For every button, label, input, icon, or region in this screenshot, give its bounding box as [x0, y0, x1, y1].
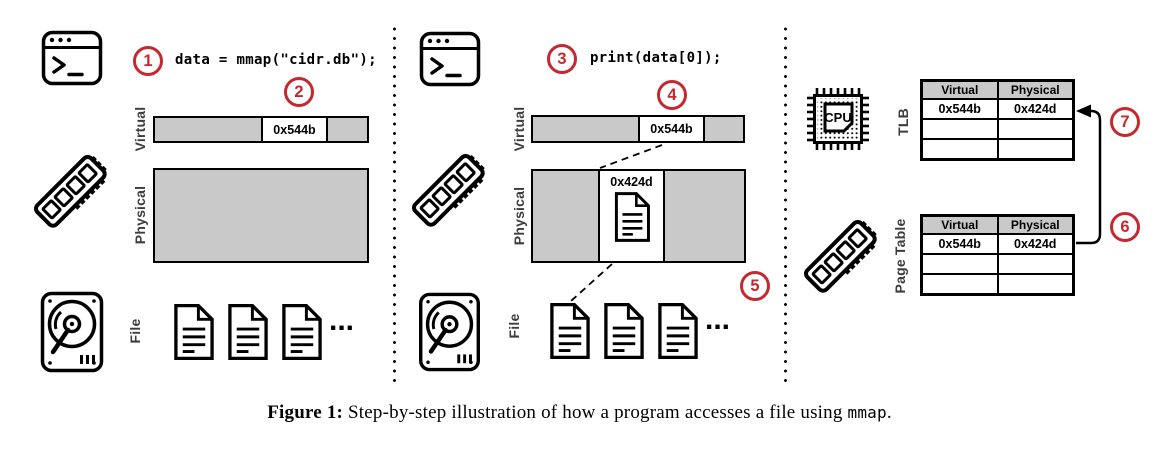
step-badge-5: 5	[740, 271, 770, 301]
page-table: Virtual Physical 0x544b 0x424d	[920, 214, 1075, 296]
caption-body: Step-by-step illustration of how a progr…	[343, 402, 848, 423]
panel-separator	[393, 25, 396, 383]
virtual-page-box: 0x544b	[638, 117, 705, 141]
dashed-mapping-line	[570, 263, 613, 302]
table-cell	[996, 253, 1075, 275]
virtual-page-box: 0x544b	[261, 118, 328, 141]
step-number: 7	[1120, 112, 1130, 131]
tlb-label: TLB	[895, 108, 911, 136]
caption-period: .	[886, 402, 892, 423]
table-row	[920, 138, 1075, 161]
physical-memory-label: Physical	[511, 186, 527, 246]
table-header-row: Virtual Physical	[920, 79, 1075, 100]
table-row: 0x544b 0x424d	[920, 233, 1075, 255]
arrowhead	[1076, 104, 1091, 118]
table-header-row: Virtual Physical	[920, 214, 1075, 235]
table-cell	[996, 138, 1075, 161]
document-icon	[602, 301, 645, 361]
table-row	[920, 253, 1075, 275]
document-icon	[548, 301, 591, 361]
table-cell	[996, 273, 1075, 296]
step-badge-7: 7	[1110, 107, 1140, 137]
document-icon	[614, 192, 650, 242]
cpu-text: CPU	[824, 110, 851, 125]
step-badge-1: 1	[133, 46, 163, 76]
document-icon	[226, 302, 269, 362]
virtual-address-bar: 0x544b	[531, 115, 745, 143]
ram-icon	[28, 148, 112, 234]
table-row	[920, 273, 1075, 296]
column-header: Virtual	[920, 79, 999, 100]
hdd-icon	[418, 292, 481, 372]
file-label: File	[127, 318, 143, 344]
step-number: 5	[750, 276, 760, 295]
virtual-memory-label: Virtual	[511, 106, 527, 152]
figure-caption: Figure 1: Step-by-step illustration of h…	[0, 402, 1159, 424]
column-header: Physical	[996, 79, 1075, 100]
physical-memory-label: Physical	[132, 185, 148, 245]
virtual-memory-label: Virtual	[132, 106, 148, 152]
ellipsis: ...	[705, 303, 731, 336]
step-number: 2	[294, 82, 304, 101]
file-label: File	[506, 313, 522, 339]
panel-separator	[784, 25, 787, 383]
table-cell: 0x544b	[920, 233, 999, 255]
step-number: 3	[557, 49, 567, 68]
arrow-icon	[1076, 109, 1102, 245]
step-badge-4: 4	[657, 80, 687, 110]
code-print-call: print(data[0]);	[590, 50, 722, 66]
dashed-mapping-line	[599, 144, 663, 169]
ellipsis: ...	[329, 304, 355, 337]
step-number: 6	[1120, 217, 1130, 236]
terminal-icon	[41, 30, 103, 86]
physical-page-box: 0x424d	[598, 171, 665, 261]
table-row: 0x544b 0x424d	[920, 98, 1075, 120]
document-icon	[656, 301, 699, 361]
step-number: 4	[667, 85, 677, 104]
table-cell	[920, 273, 999, 296]
step-number: 1	[143, 51, 153, 70]
step-badge-2: 2	[284, 77, 314, 107]
page-table-label: Page Table	[892, 218, 908, 294]
ram-icon	[406, 147, 490, 233]
step-badge-3: 3	[547, 44, 577, 74]
code-mmap-call: data = mmap("cidr.db");	[175, 52, 377, 68]
table-row	[920, 118, 1075, 140]
table-cell	[920, 118, 999, 140]
physical-memory-box	[153, 168, 369, 263]
table-cell	[920, 138, 999, 161]
column-header: Physical	[996, 214, 1075, 235]
virtual-address-bar: 0x544b	[153, 116, 369, 143]
table-cell	[920, 253, 999, 275]
document-icon	[280, 302, 323, 362]
physical-page-address: 0x424d	[610, 175, 653, 189]
table-cell: 0x424d	[996, 98, 1075, 120]
hdd-icon	[40, 291, 104, 373]
step-badge-6: 6	[1110, 212, 1140, 242]
tlb-table: Virtual Physical 0x544b 0x424d	[920, 79, 1075, 161]
column-header: Virtual	[920, 214, 999, 235]
table-cell	[996, 118, 1075, 140]
document-icon	[172, 302, 215, 362]
table-cell: 0x544b	[920, 98, 999, 120]
cpu-icon: CPU	[806, 87, 870, 151]
table-cell: 0x424d	[996, 233, 1075, 255]
caption-label: Figure 1:	[267, 402, 344, 423]
caption-code: mmap	[847, 403, 887, 422]
physical-memory-box: 0x424d	[531, 169, 746, 263]
terminal-icon	[419, 31, 481, 87]
ram-icon	[798, 213, 882, 299]
